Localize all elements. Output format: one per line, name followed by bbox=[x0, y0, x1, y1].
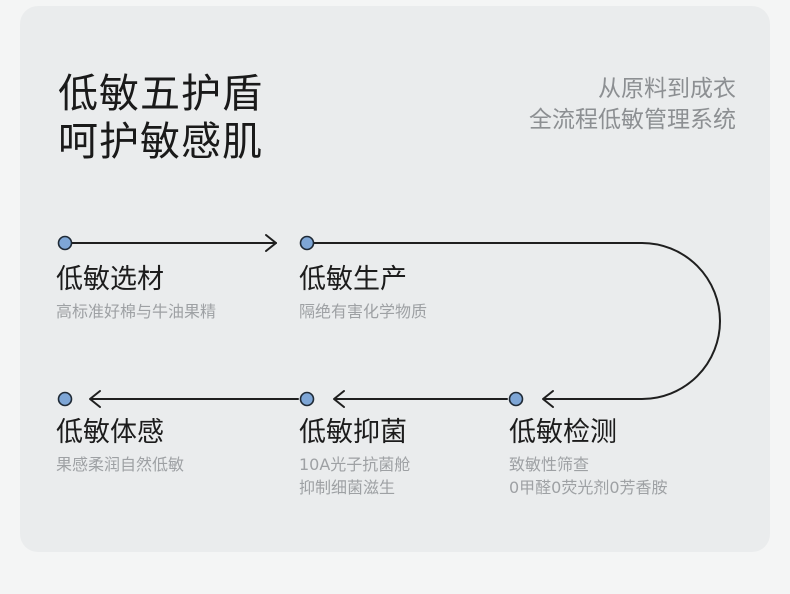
step-material: 低敏选材 高标准好棉与牛油果精 bbox=[56, 263, 216, 323]
step-desc: 果感柔润自然低敏 bbox=[56, 455, 185, 474]
step-testing: 低敏检测 致敏性筛查 0甲醛0荧光剂0芳香胺 bbox=[509, 416, 668, 499]
node-step-1 bbox=[57, 235, 73, 251]
step-desc-2: 0甲醛0荧光剂0芳香胺 bbox=[509, 478, 668, 497]
node-step-2 bbox=[299, 235, 315, 251]
step-desc: 10A光子抗菌舱 bbox=[299, 455, 411, 474]
connector-2-3-curve bbox=[312, 242, 721, 400]
slogan: 从原料到成衣 全流程低敏管理系统 bbox=[529, 74, 736, 136]
step-desc: 致敏性筛查 bbox=[509, 455, 590, 474]
arrowhead-left-icon bbox=[542, 390, 554, 408]
step-desc: 隔绝有害化学物质 bbox=[299, 302, 428, 321]
node-step-5 bbox=[57, 391, 73, 407]
arrowhead-left-icon bbox=[89, 390, 101, 408]
page-title-line2: 呵护敏感肌 bbox=[58, 119, 263, 165]
step-title: 低敏生产 bbox=[299, 264, 407, 295]
page-title: 低敏五护盾 呵护敏感肌 bbox=[58, 70, 263, 166]
step-title: 低敏选材 bbox=[56, 264, 164, 295]
step-production: 低敏生产 隔绝有害化学物质 bbox=[299, 263, 427, 323]
arrowhead-right-icon bbox=[265, 234, 277, 252]
step-title: 低敏体感 bbox=[56, 417, 164, 448]
background-card bbox=[20, 6, 770, 552]
arrowhead-left-icon bbox=[333, 390, 345, 408]
step-desc-2: 抑制细菌滋生 bbox=[299, 478, 396, 497]
step-antibacterial: 低敏抑菌 10A光子抗菌舱 抑制细菌滋生 bbox=[299, 416, 410, 499]
step-feel: 低敏体感 果感柔润自然低敏 bbox=[56, 416, 184, 476]
node-step-4 bbox=[299, 391, 315, 407]
node-step-3 bbox=[508, 391, 524, 407]
slogan-line2: 全流程低敏管理系统 bbox=[529, 107, 736, 133]
slogan-line1: 从原料到成衣 bbox=[598, 76, 736, 102]
page-title-line1: 低敏五护盾 bbox=[58, 71, 263, 117]
step-title: 低敏检测 bbox=[509, 417, 617, 448]
step-desc: 高标准好棉与牛油果精 bbox=[56, 302, 217, 321]
step-title: 低敏抑菌 bbox=[299, 417, 407, 448]
